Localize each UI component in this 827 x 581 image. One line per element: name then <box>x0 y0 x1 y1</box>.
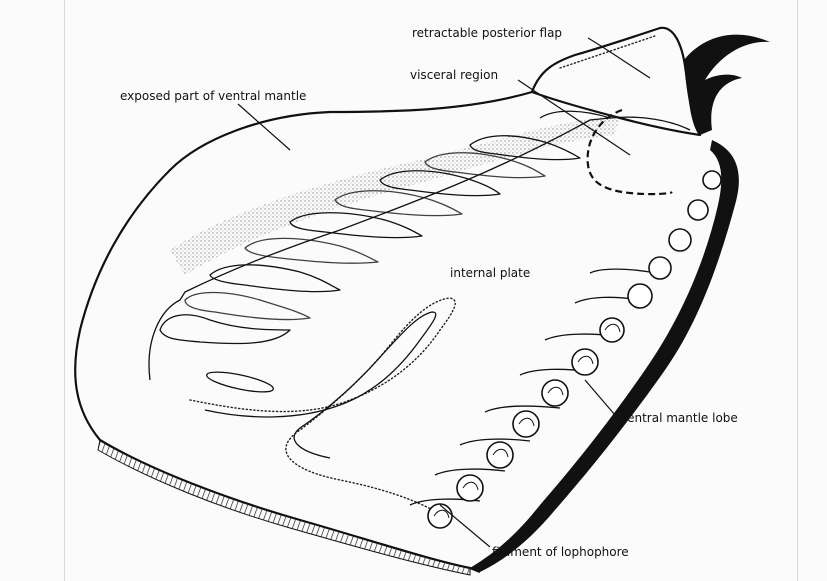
label-exposed-ventral-mantle: exposed part of ventral mantle <box>120 89 306 103</box>
flap-texture <box>560 36 655 68</box>
label-filament-of-lophophore: filament of lophophore <box>492 545 629 559</box>
plate-stipple <box>170 115 620 275</box>
hatched-border <box>98 440 470 575</box>
inner-plate-inner <box>205 312 436 458</box>
lower-fingers <box>410 269 650 505</box>
label-ventral-mantle-lobe: ventral mantle lobe <box>620 411 738 425</box>
label-internal-plate: internal plate <box>450 266 530 280</box>
isolated-lobe <box>205 368 274 396</box>
hook-claw <box>684 35 770 135</box>
label-visceral-region: visceral region <box>410 68 498 82</box>
label-retractable-posterior-flap: retractable posterior flap <box>412 26 562 40</box>
leader-ventral-lobe <box>585 380 615 415</box>
leader-retractable-flap <box>588 38 650 78</box>
inner-plate-loop <box>190 298 455 520</box>
